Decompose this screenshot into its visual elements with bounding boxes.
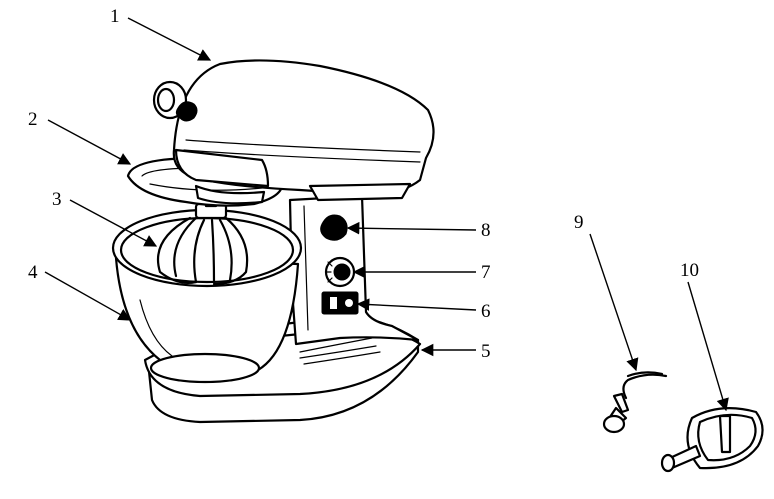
motor-head <box>152 59 435 205</box>
speed-dial <box>324 256 356 288</box>
callout-5: 5 <box>481 341 491 362</box>
callout-8: 8 <box>481 220 491 241</box>
stand-mixer <box>111 59 435 424</box>
leader-lines <box>44 17 729 412</box>
callout-6: 6 <box>481 301 491 322</box>
callout-2: 2 <box>28 109 38 130</box>
callout-10: 10 <box>680 260 699 281</box>
flat-beater <box>660 407 764 473</box>
leader-4 <box>44 271 132 321</box>
leader-9 <box>589 233 639 372</box>
dough-hook <box>602 371 668 434</box>
callout-7: 7 <box>481 262 491 283</box>
leader-1 <box>127 17 212 61</box>
leader-6 <box>356 298 477 311</box>
callout-1: 1 <box>110 6 120 27</box>
callout-labels: 1 2 3 4 5 6 7 8 9 10 <box>28 6 699 362</box>
leader-10 <box>687 281 729 412</box>
head-lock-knob <box>320 214 348 241</box>
callout-4: 4 <box>28 262 38 283</box>
mixing-bowl <box>111 208 303 384</box>
power-switch <box>321 291 359 315</box>
callout-9: 9 <box>574 212 584 233</box>
leader-8 <box>346 221 477 235</box>
callout-3: 3 <box>52 189 62 210</box>
leader-2 <box>47 119 132 165</box>
leader-3 <box>69 199 158 247</box>
